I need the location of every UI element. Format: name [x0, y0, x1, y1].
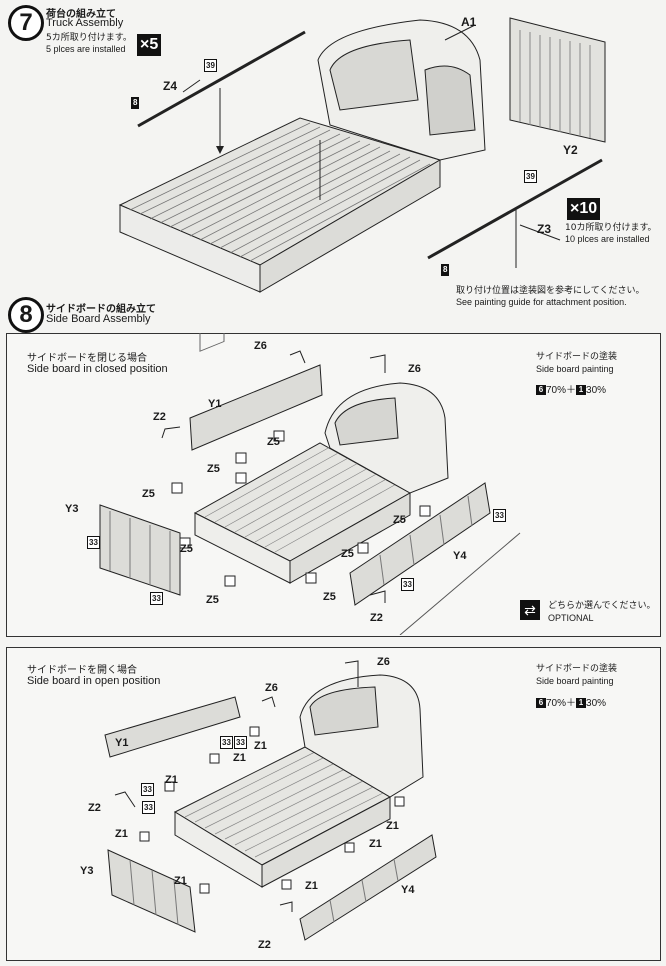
closed-label-z5-f: Z5: [323, 591, 336, 603]
optional-note-jp: どちらか選んでください。: [548, 601, 656, 611]
closed-label-z2-b: Z2: [370, 612, 383, 624]
closed-painting-jp: サイドボードの塗装: [536, 352, 618, 362]
step-7-note-en: 5 plces are installed: [46, 44, 126, 54]
open-label-y3: Y3: [80, 865, 94, 877]
closed-label-z2-a: Z2: [153, 411, 166, 423]
paint-color-1: 1: [576, 385, 587, 396]
open-tag-33-c: 33: [141, 783, 154, 796]
paint-percent-a: 70%＋: [546, 385, 577, 396]
open-heading-jp: サイドボードを開く場合: [27, 665, 137, 676]
color-tag-8-a: 8: [131, 97, 140, 109]
open-painting-en: Side board painting: [536, 676, 614, 686]
step-7-number: 7: [8, 5, 44, 41]
closed-label-z5-c: Z5: [142, 488, 155, 500]
open-label-z1-d: Z1: [115, 828, 128, 840]
closed-painting-en: Side board painting: [536, 364, 614, 374]
closed-heading-jp: サイドボードを閉じる場合: [27, 353, 147, 364]
closed-tag-33-c: 33: [493, 509, 506, 522]
optional-note-en: OPTIONAL: [548, 613, 594, 623]
closed-label-y4: Y4: [453, 550, 467, 562]
closed-tag-33-b: 33: [150, 592, 163, 605]
paint-color-6: 6: [536, 698, 546, 709]
open-label-y1: Y1: [115, 737, 129, 749]
closed-tag-33-d: 33: [401, 578, 414, 591]
right-note-en: 10 plces are installed: [565, 234, 650, 244]
attach-note-en: See painting guide for attachment positi…: [456, 297, 627, 307]
attach-note-jp: 取り付け位置は塗装図を参考にしてください。: [456, 286, 645, 296]
closed-label-z5-d: Z5: [180, 543, 193, 555]
closed-label-z6-b: Z6: [408, 363, 421, 375]
paint-percent-b: 30%: [586, 385, 607, 396]
open-label-z1-b: Z1: [233, 752, 246, 764]
paint-color-6: 6: [536, 385, 546, 396]
closed-heading-en: Side board in closed position: [27, 363, 168, 375]
color-tag-39-b: 39: [524, 170, 537, 183]
open-label-z1-h: Z1: [386, 820, 399, 832]
open-label-z2-b: Z2: [258, 939, 271, 951]
closed-label-z5-h: Z5: [393, 514, 406, 526]
step-8-title-en: Side Board Assembly: [46, 313, 151, 325]
step-7-title-en: Truck Assembly: [46, 17, 124, 29]
open-heading-en: Side board in open position: [27, 675, 161, 687]
open-board-illustration: [104, 660, 437, 941]
step-7-note-jp: 5カ所取り付けます。: [46, 33, 132, 43]
closed-label-y1: Y1: [208, 398, 222, 410]
color-tag-39-a: 39: [204, 59, 217, 72]
color-tag-8-b: 8: [441, 264, 450, 276]
part-label-y2: Y2: [563, 143, 578, 157]
open-label-z1-g: Z1: [369, 838, 382, 850]
open-label-z1-e: Z1: [174, 875, 187, 887]
closed-tag-33-a: 33: [87, 536, 100, 549]
closed-label-z5-g: Z5: [341, 548, 354, 560]
closed-board-illustration: [99, 333, 521, 635]
right-multiplier: ×10: [567, 198, 601, 220]
open-tag-33-a: 33: [234, 736, 247, 749]
part-label-z4: Z4: [163, 79, 178, 93]
open-tag-33-d: 33: [220, 736, 233, 749]
open-label-y4: Y4: [401, 884, 415, 896]
open-label-z6-a: Z6: [377, 656, 390, 668]
open-label-z2-a: Z2: [88, 802, 101, 814]
open-painting-jp: サイドボードの塗装: [536, 664, 618, 674]
open-label-z6-b: Z6: [265, 682, 278, 694]
closed-label-y3: Y3: [65, 503, 79, 515]
closed-label-z5-b: Z5: [207, 463, 220, 475]
optional-icon: ⇄: [520, 600, 540, 620]
part-label-a1: A1: [461, 15, 477, 29]
paint-percent-a: 70%＋: [546, 698, 577, 709]
step-7-multiplier: ×5: [137, 34, 162, 56]
open-tag-33-b: 33: [142, 801, 155, 814]
closed-label-z5-a: Z5: [267, 436, 280, 448]
right-note-jp: 10カ所取り付けます。: [565, 223, 657, 233]
closed-label-z6-a: Z6: [254, 340, 267, 352]
open-label-z1-a: Z1: [254, 740, 267, 752]
paint-percent-b: 30%: [586, 698, 607, 709]
step-7-title-jp: 荷台の組み立て: [46, 9, 116, 20]
step-8-number: 8: [8, 297, 44, 333]
part-label-z3: Z3: [537, 222, 552, 236]
open-label-z1-f: Z1: [305, 880, 318, 892]
truck-bed-illustration: [118, 17, 606, 293]
closed-label-z5-e: Z5: [206, 594, 219, 606]
step-8-title-jp: サイドボードの組み立て: [46, 304, 156, 315]
paint-color-1: 1: [576, 698, 587, 709]
open-label-z1-c: Z1: [165, 774, 178, 786]
